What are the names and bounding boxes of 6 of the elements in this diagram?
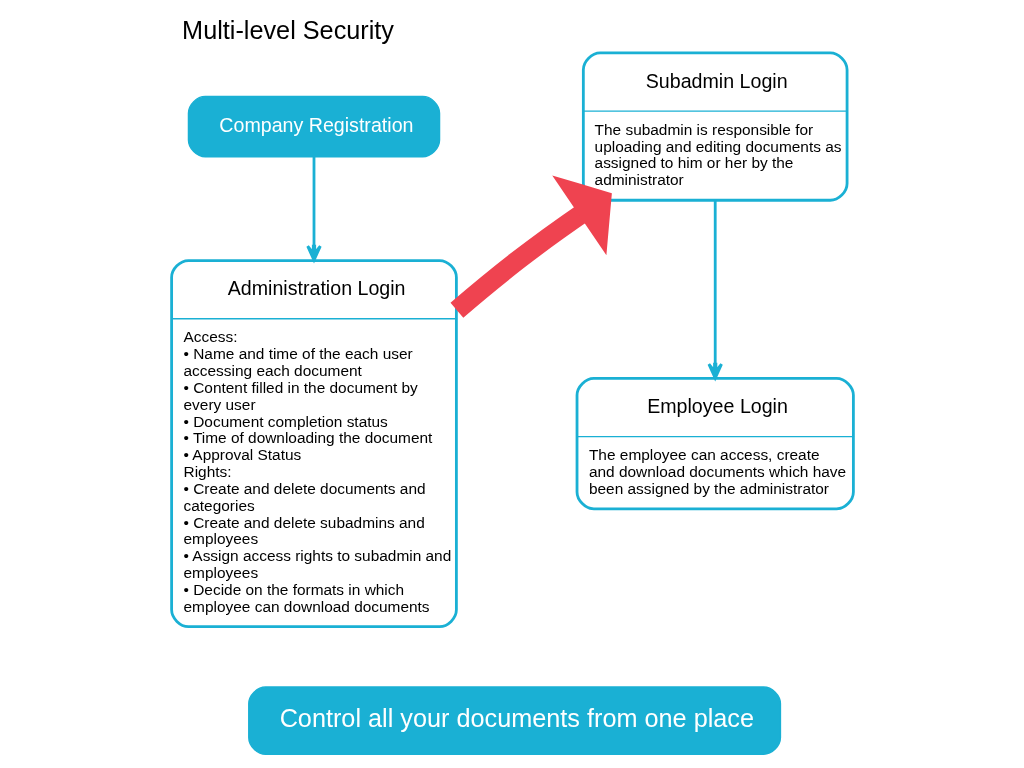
arrow: [450, 175, 612, 318]
node-box: Control all your documents from one place: [247, 686, 781, 756]
arrow: [305, 157, 322, 262]
arrow: [707, 200, 723, 380]
diagram-title: Multi-level Security: [181, 16, 394, 45]
node-box: Company Registration: [187, 95, 440, 158]
